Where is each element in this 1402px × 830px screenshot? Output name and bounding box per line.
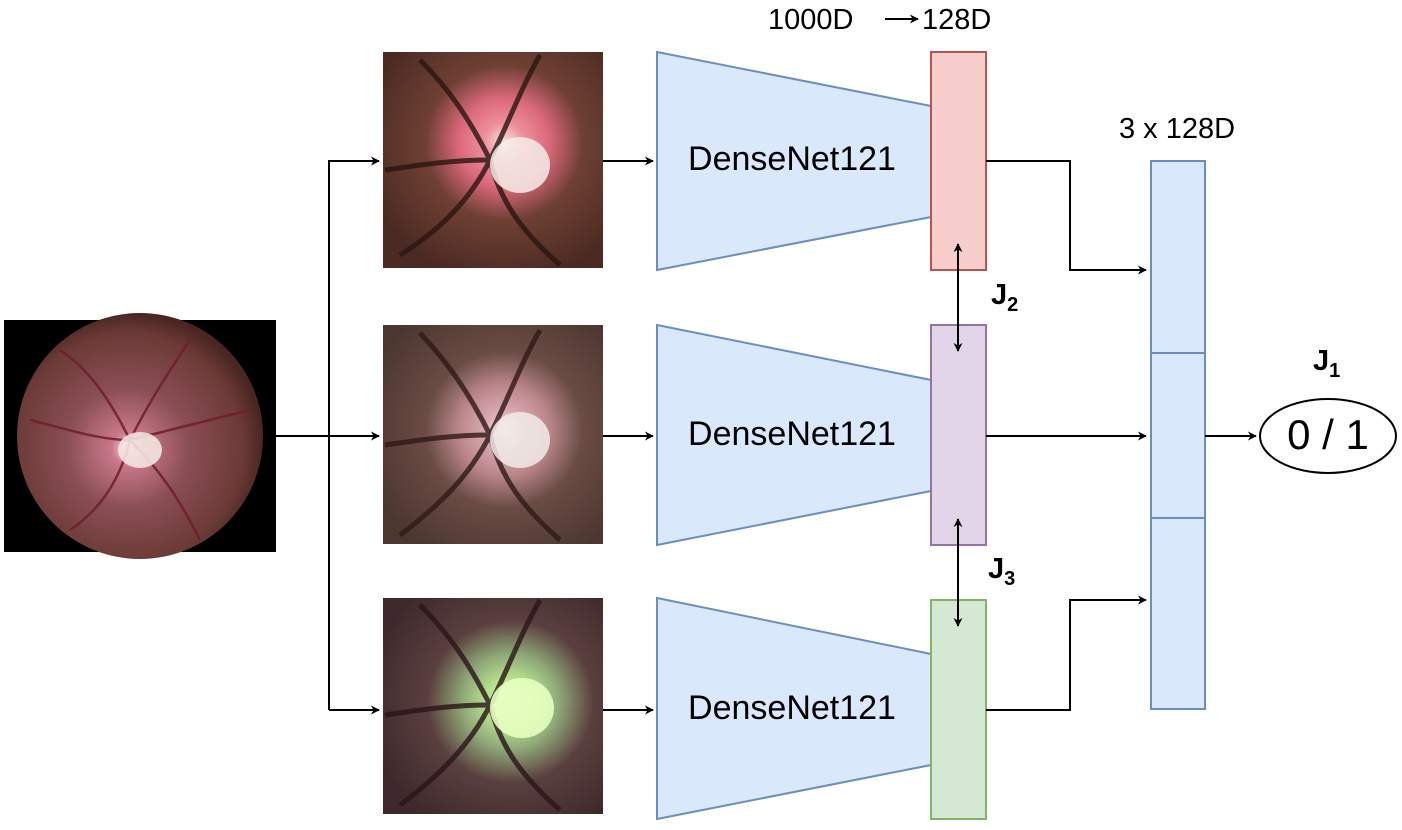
encoder-label: DenseNet121 [688,140,896,178]
optic-disc-crop-green-image [383,598,603,814]
optic-disc-crop-red-image [383,52,603,268]
encoder-label: DenseNet121 [688,689,896,727]
fundus-full-image [4,313,276,559]
encoder-label: DenseNet121 [688,415,896,453]
dim-from-label: 1000D [768,4,853,36]
j2-label: J2 [991,279,1018,316]
encoder-densenet-bottom: DenseNet121 [656,596,932,821]
output-node: 0 / 1 [1259,398,1397,474]
embedding-block-green [930,599,987,820]
dim-to-label: 128D [922,4,991,36]
embedding-block-red [930,51,987,271]
embedding-to-concat-arrows [986,160,1147,711]
encoder-densenet-middle: DenseNet121 [656,323,932,547]
output-label: 0 / 1 [1287,411,1369,458]
embedding-block-purple [930,324,987,546]
j1-label: J1 [1313,345,1340,382]
optic-disc-crop-original-image [383,325,603,544]
j3-label: J3 [988,553,1015,590]
encoder-densenet-top: DenseNet121 [656,50,932,272]
crop-to-encoder-arrows [603,156,654,715]
input-branch-connectors [276,156,380,715]
dimension-header: 1000D 128D [768,4,991,36]
concat-dimension-label: 3 x 128D [1119,113,1235,145]
concat-vector [1150,160,1206,710]
